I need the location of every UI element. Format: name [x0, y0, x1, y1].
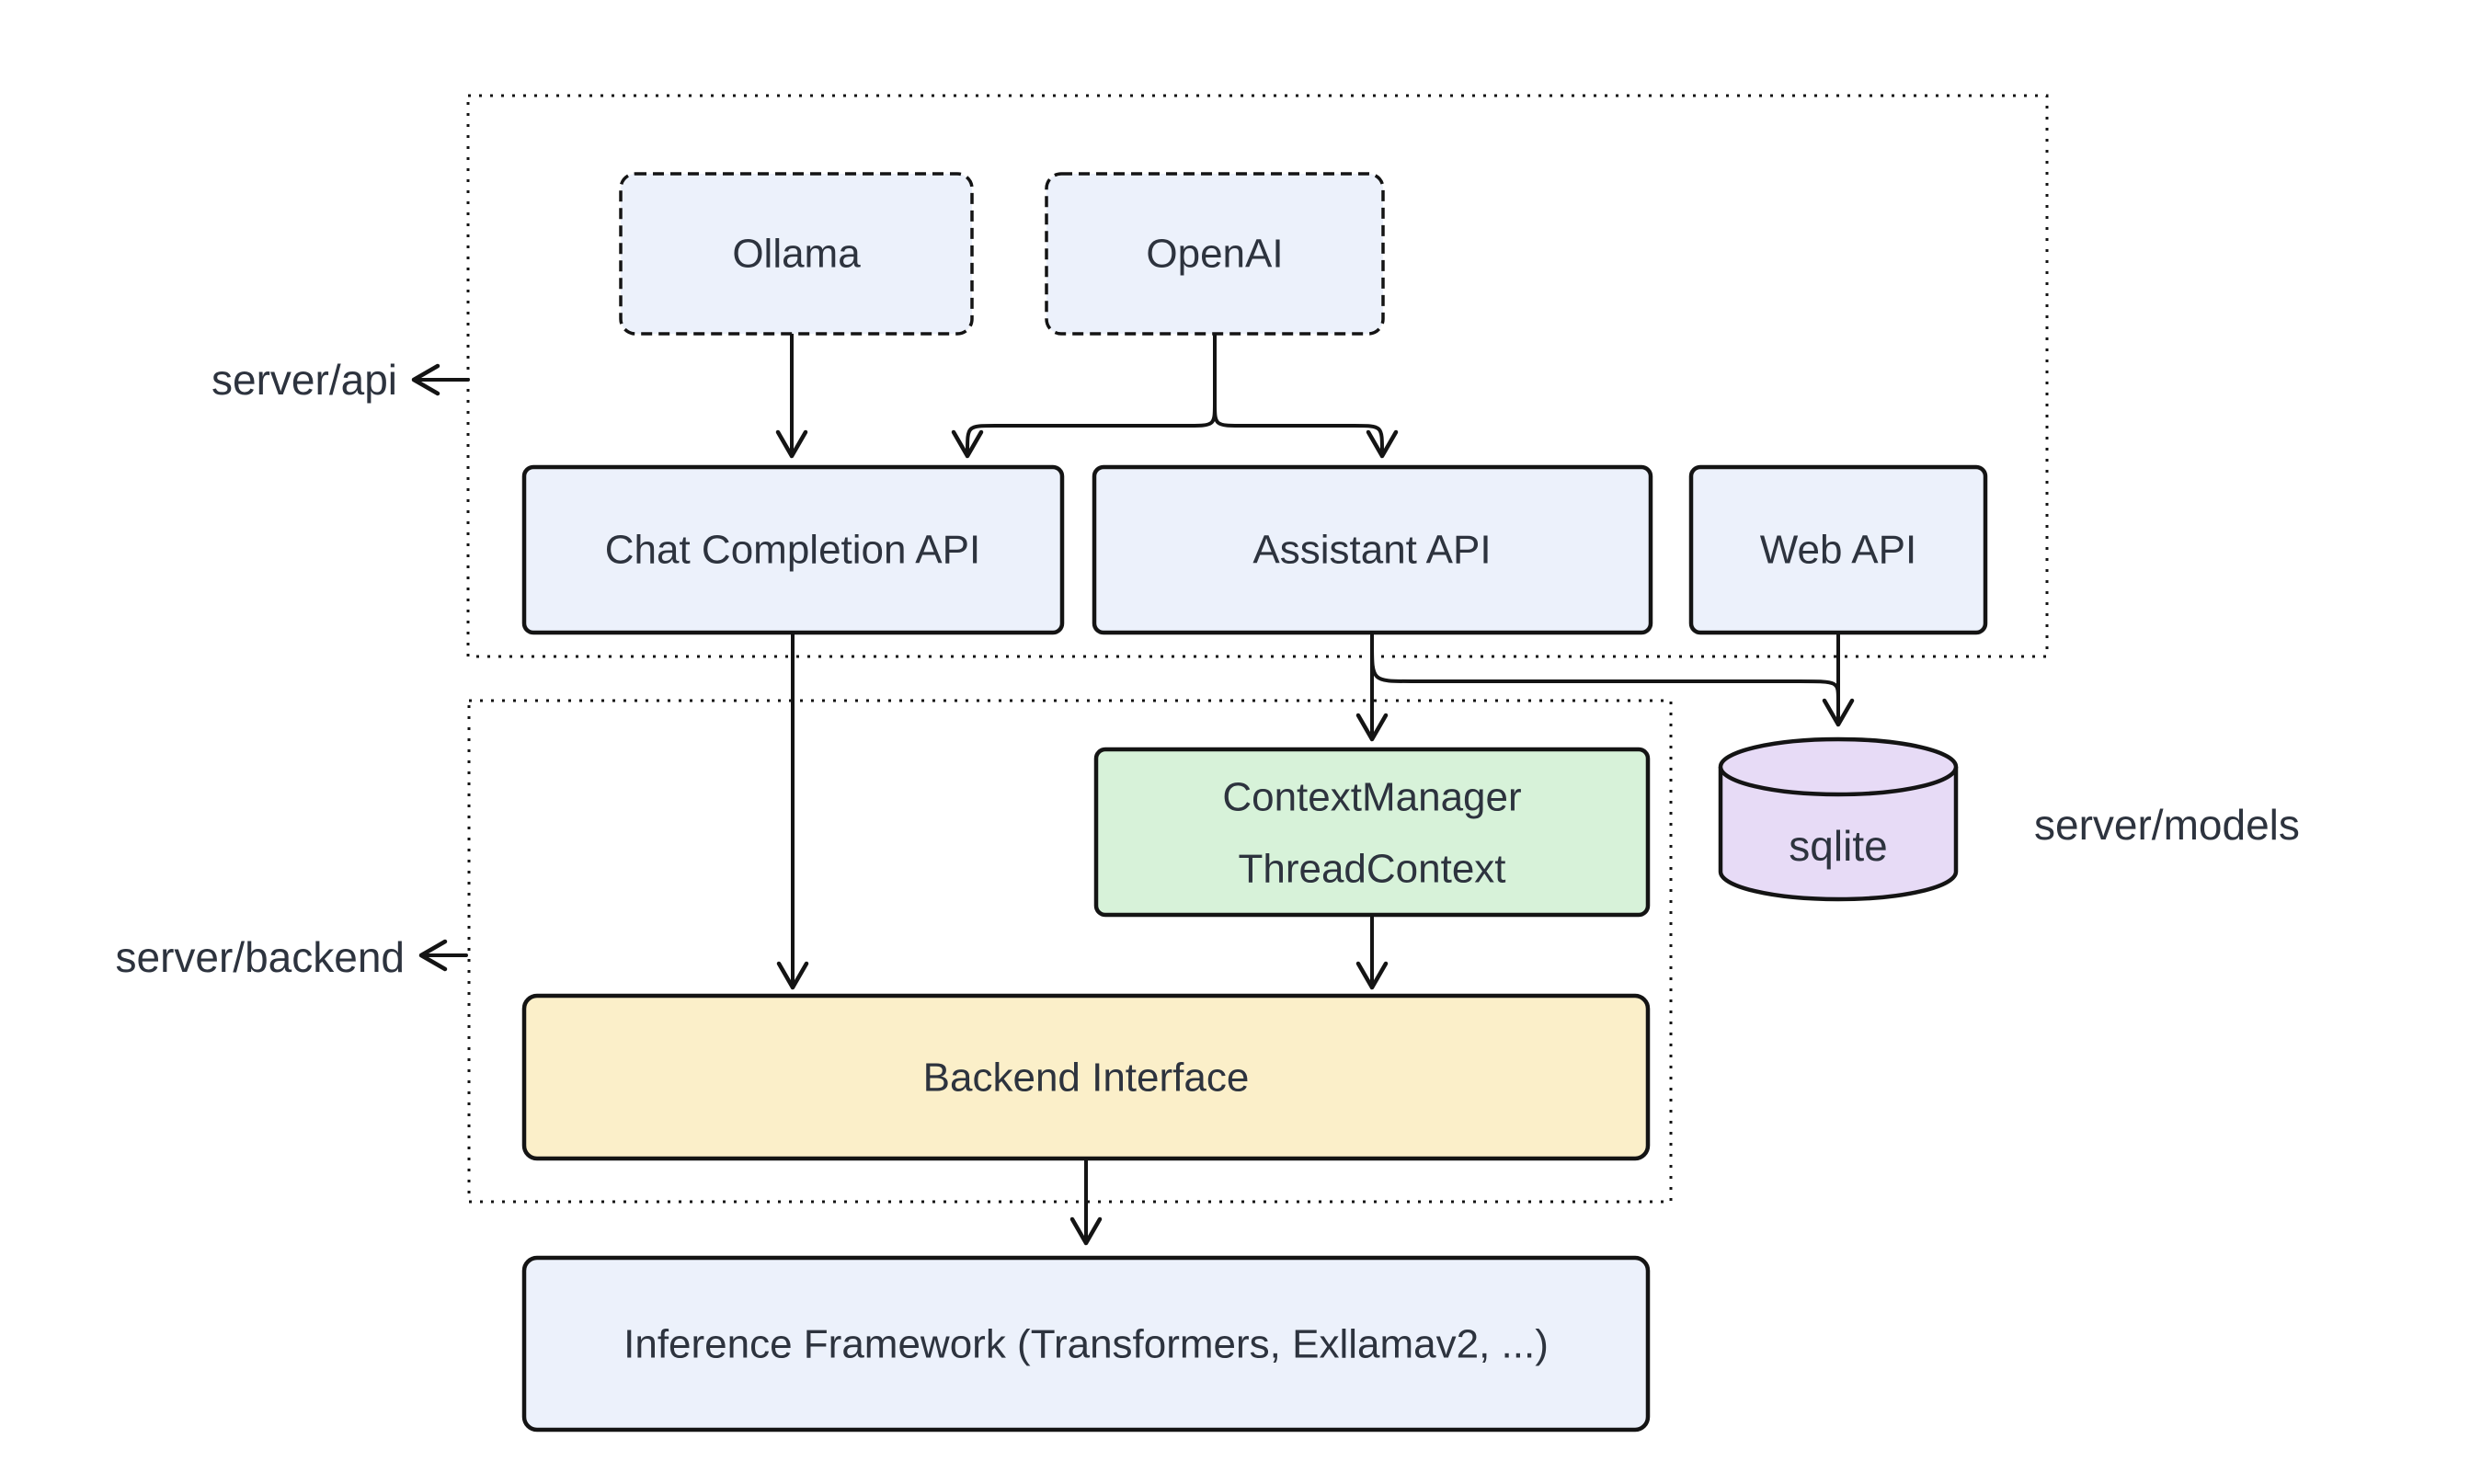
node-inference-framework-label: Inference Framework (Transformers, Exlla…: [623, 1322, 1549, 1367]
node-openai-box: [1045, 172, 1385, 336]
node-context-manager-label-line2: ThreadContext: [1238, 847, 1505, 892]
node-context-manager-box: [1093, 747, 1651, 918]
node-sqlite-label: sqlite: [1789, 822, 1887, 870]
group-server-backend-label: server/backend: [116, 933, 406, 981]
edges: [411, 332, 1855, 1246]
node-sqlite-cylinder: [1718, 736, 1959, 902]
sqlite-cylinder-top: [1718, 736, 1959, 797]
node-chat-completion-api-label: Chat Completion API: [605, 528, 980, 573]
group-server-api-label: server/api: [212, 356, 397, 404]
node-ollama-label: Ollama: [732, 232, 861, 277]
node-assistant-api-label: Assistant API: [1252, 528, 1491, 573]
sqlite-cylinder-body: [1718, 767, 1959, 902]
edge-assistant-api-sqlite: [1370, 642, 1840, 702]
node-ollama-box: [619, 172, 974, 336]
node-inference-framework-box: [521, 1255, 1651, 1433]
node-backend-interface-box: [521, 993, 1651, 1161]
node-web-api-box: [1688, 464, 1988, 635]
edge-openai-chat-api: [951, 401, 1217, 459]
node-backend-interface-label: Backend Interface: [923, 1056, 1250, 1101]
node-assistant-api-box: [1092, 464, 1653, 635]
group-server-models-label: server/models: [2034, 801, 2300, 849]
node-openai-label: OpenAI: [1146, 232, 1283, 277]
edge-openai-assistant-api: [1213, 401, 1399, 459]
node-web-api-label: Web API: [1760, 528, 1916, 573]
node-chat-completion-api-box: [521, 464, 1065, 635]
node-context-manager-label-line1: ContextManager: [1222, 775, 1521, 820]
